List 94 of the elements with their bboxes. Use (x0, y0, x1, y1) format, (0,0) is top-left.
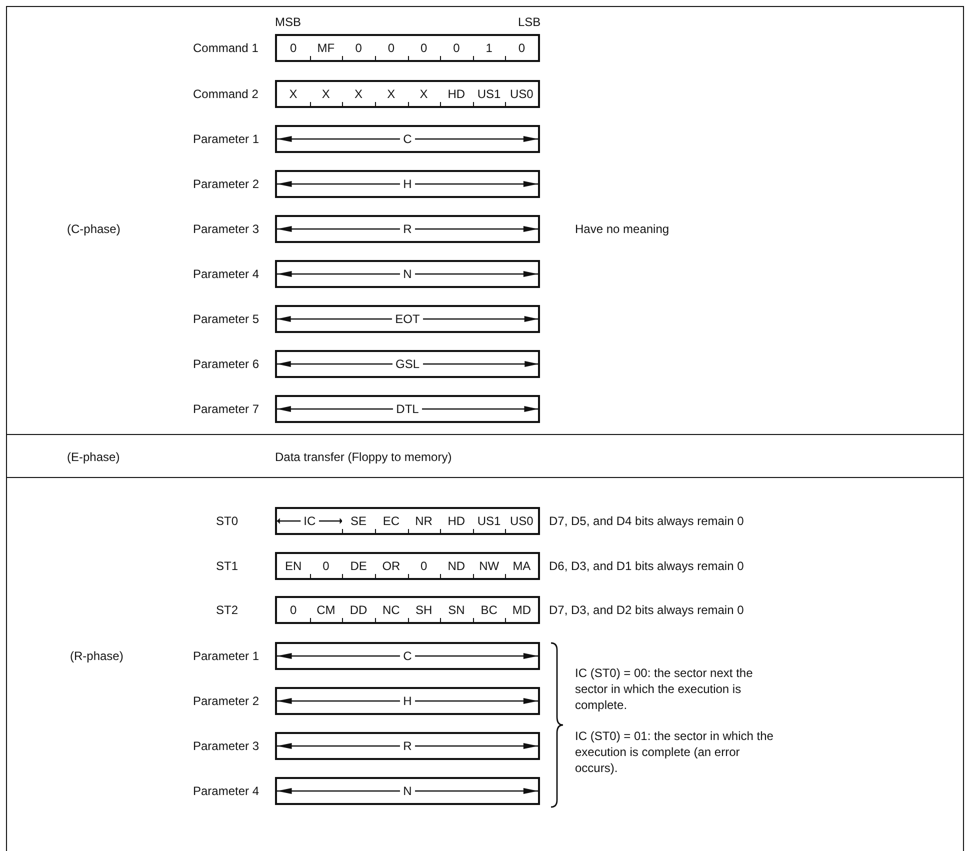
bit-field: C (400, 649, 415, 663)
register-label: Parameter 5 (193, 312, 260, 326)
register-label: Parameter 6 (193, 357, 260, 371)
bit-field: MD (509, 603, 534, 617)
register-label: Parameter 3 (193, 739, 260, 753)
bit-field: MA (510, 559, 534, 573)
register-box (275, 732, 540, 760)
register-box (275, 350, 540, 378)
bit-field: N (400, 267, 415, 281)
bit-field: DTL (393, 402, 422, 416)
bit-field: 0 (384, 41, 398, 55)
register-box (275, 395, 540, 423)
bit-field: NR (412, 514, 436, 528)
bit-field: NW (476, 559, 502, 573)
register-box (275, 642, 540, 670)
bit-field: 0 (286, 41, 300, 55)
register-label: ST2 (216, 603, 238, 617)
bit-field: US1 (474, 87, 504, 101)
register-label: ST0 (216, 514, 238, 528)
register-box (275, 34, 540, 62)
bit-field: SE (348, 514, 370, 528)
register-box (275, 552, 540, 580)
bit-field: C (400, 132, 415, 146)
bit-field: 0 (417, 559, 430, 573)
bit-field: GSL (392, 357, 423, 371)
bit-field: ND (444, 559, 468, 573)
phase-description: Data transfer (Floppy to memory) (275, 450, 452, 464)
bit-field: X (416, 87, 431, 101)
register-box (275, 596, 540, 624)
bit-field: 0 (417, 41, 430, 55)
register-label: Command 1 (193, 41, 258, 55)
bit-field: 0 (286, 603, 300, 617)
register-box (275, 125, 540, 153)
bit-field: 1 (482, 41, 496, 55)
register-box (275, 80, 540, 108)
register-box (275, 260, 540, 288)
phase-label: (C-phase) (67, 222, 120, 236)
bit-field: X (286, 87, 300, 101)
register-label: Parameter 2 (193, 177, 260, 191)
register-label: Parameter 7 (193, 402, 260, 416)
register-label: Parameter 4 (193, 267, 260, 281)
note-text: IC (ST0) = 00: the sector next the sector in which the execution is complete. (575, 665, 754, 713)
bit-field: 0 (352, 41, 365, 55)
bit-field: EN (282, 559, 305, 573)
bit-field: HD (444, 514, 468, 528)
bit-field: R (400, 739, 415, 753)
bit-field: OR (379, 559, 404, 573)
register-label: Parameter 1 (193, 649, 260, 663)
register-box (275, 170, 540, 198)
bit-field: N (400, 784, 415, 798)
register-box (275, 687, 540, 715)
note-text: Have no meaning (575, 222, 670, 236)
bit-field: 0 (320, 559, 332, 573)
phase-label: (R-phase) (70, 649, 124, 663)
register-label: Parameter 4 (193, 784, 260, 798)
note-text: D7, D3, and D2 bits always remain 0 (549, 603, 744, 617)
bit-field: EOT (392, 312, 423, 326)
bit-field: US0 (507, 87, 536, 101)
bit-field: DD (346, 603, 370, 617)
bit-field: BC (478, 603, 500, 617)
bit-order-label: LSB (518, 15, 541, 29)
bit-field: X (352, 87, 366, 101)
register-box (275, 507, 540, 535)
bit-field: X (318, 87, 333, 101)
register-label: Parameter 1 (193, 132, 260, 146)
bit-field: US0 (507, 514, 536, 528)
bit-field: NC (380, 603, 403, 617)
bit-field: H (400, 177, 415, 191)
note-text: D6, D3, and D1 bits always remain 0 (549, 559, 744, 573)
bit-field: US1 (474, 514, 504, 528)
bit-field: SH (412, 603, 436, 617)
note-text: D7, D5, and D4 bits always remain 0 (549, 514, 744, 528)
phase-label: (E-phase) (67, 450, 120, 464)
register-label: Parameter 3 (193, 222, 260, 236)
bit-field: 0 (515, 41, 528, 55)
bit-field: HD (444, 87, 468, 101)
bit-field: MF (314, 41, 338, 55)
bit-field: SN (445, 603, 468, 617)
register-label: ST1 (216, 559, 238, 573)
register-box (275, 215, 540, 243)
bit-field: DE (347, 559, 370, 573)
bit-field: CM (314, 603, 338, 617)
register-label: Parameter 2 (193, 694, 260, 708)
bit-field: X (384, 87, 398, 101)
bit-field: EC (380, 514, 403, 528)
bit-field: IC (300, 514, 319, 528)
register-label: Command 2 (193, 87, 258, 101)
bit-field: 0 (450, 41, 463, 55)
bit-field: H (400, 694, 415, 708)
register-box (275, 777, 540, 805)
note-text: IC (ST0) = 01: the sector in which the execution is complete (an error occurs). (575, 728, 774, 776)
bit-field: R (400, 222, 415, 236)
register-box (275, 305, 540, 333)
bit-order-label: MSB (275, 15, 302, 29)
